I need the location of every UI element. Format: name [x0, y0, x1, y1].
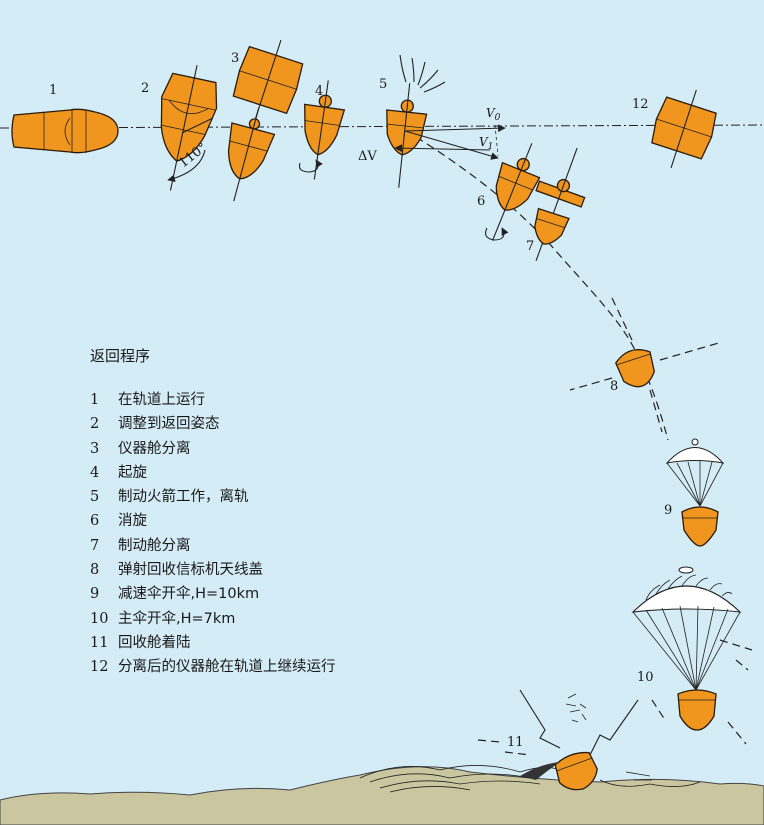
step-label-10: 10 [637, 670, 654, 685]
legend-item-text: 制动舱分离 [118, 537, 191, 554]
legend-item-number: 6 [90, 513, 100, 530]
legend-item-text: 主伞开伞,H=7km [118, 610, 236, 627]
vehicle-step-1 [11, 108, 119, 154]
legend-item: 5 制动火箭工作，离轨 [90, 485, 336, 509]
step-label-4: 4 [315, 84, 323, 99]
v0-label: V0 [486, 106, 501, 123]
trajectory-seg-8 [649, 389, 663, 433]
legend-item-text: 起旋 [118, 464, 147, 481]
legend-title: 返回程序 [90, 347, 151, 365]
legend-item-text: 减速伞开伞,H=10km [118, 586, 260, 603]
legend-item-number: 11 [90, 634, 109, 651]
vehicle-step-3 [227, 39, 304, 202]
vehicle-step-8 [569, 297, 723, 391]
legend-item-text: 消旋 [118, 513, 147, 530]
orbit-line [0, 124, 764, 129]
legend-item-text: 分离后的仪器舱在轨道上继续运行 [118, 659, 336, 676]
legend-item-text: 仪器舱分离 [118, 440, 191, 457]
legend-item-text: 制动火箭工作，离轨 [118, 489, 249, 506]
v1-label: V1 [479, 135, 493, 152]
step-label-11: 11 [507, 735, 524, 750]
delta-v-label: ΔV [358, 149, 377, 164]
legend-item-number: 4 [90, 464, 100, 481]
legend-item-number: 8 [90, 562, 100, 579]
vehicle-step-11 [477, 689, 652, 791]
legend-item-number: 1 [90, 392, 100, 408]
legend-item-number: 10 [90, 610, 109, 627]
legend-item: 7 制动舱分离 [90, 534, 336, 558]
vehicle-step-4 [298, 80, 346, 180]
legend-item: 3 仪器舱分离 [90, 437, 336, 461]
vehicle-step-7 [534, 147, 586, 261]
legend: 返回程序 1 在轨道上运行 2 调整到返回姿态 3 仪器舱分离 4 起旋 5 制动火箭工作… [90, 345, 336, 680]
legend-item: 4 起旋 [90, 461, 336, 485]
step-label-1: 1 [49, 83, 57, 98]
vehicle-step-12 [651, 89, 717, 169]
vehicle-step-5 [386, 54, 506, 188]
vehicle-step-6 [485, 143, 541, 241]
descent-trajectory [404, 129, 669, 441]
step-label-12: 12 [632, 97, 649, 112]
legend-item: 12 分离后的仪器舱在轨道上继续运行 [90, 655, 336, 679]
legend-item-text: 在轨道上运行 [118, 392, 205, 408]
legend-item: 10 主伞开伞,H=7km [90, 607, 336, 631]
ground [0, 766, 764, 825]
step-label-6: 6 [477, 194, 485, 209]
vehicle-step-9 [665, 438, 725, 547]
legend-item: 2 调整到返回姿态 [90, 412, 336, 436]
legend-item-number: 3 [90, 440, 100, 457]
legend-item: 11 回收舱着陆 [90, 631, 336, 655]
legend-item-number: 9 [90, 586, 100, 603]
legend-item-number: 7 [90, 537, 100, 554]
step-label-3: 3 [231, 51, 239, 66]
step-label-5: 5 [379, 77, 387, 92]
legend-item-number: 5 [90, 489, 100, 506]
legend-item-text: 弹射回收信标机天线盖 [118, 562, 263, 579]
legend-item-text: 回收舱着陆 [118, 634, 191, 651]
step-label-9: 9 [664, 503, 672, 518]
legend-item: 9 减速伞开伞,H=10km [90, 582, 336, 606]
step-label-8: 8 [610, 379, 618, 394]
vehicle-step-10 [631, 566, 753, 745]
vehicle-step-2 [160, 65, 218, 191]
legend-item: 6 消旋 [90, 509, 336, 533]
legend-item-number: 12 [90, 659, 109, 676]
legend-item-number: 2 [90, 416, 100, 433]
legend-item: 1 在轨道上运行 [90, 388, 336, 412]
legend-item: 8 弹射回收信标机天线盖 [90, 558, 336, 582]
step-label-7: 7 [526, 239, 534, 254]
step-label-2: 2 [141, 81, 149, 96]
legend-list: 1 在轨道上运行 2 调整到返回姿态 3 仪器舱分离 4 起旋 5 制动火箭工作，离轨 6… [90, 388, 336, 680]
legend-item-text: 调整到返回姿态 [118, 416, 220, 433]
